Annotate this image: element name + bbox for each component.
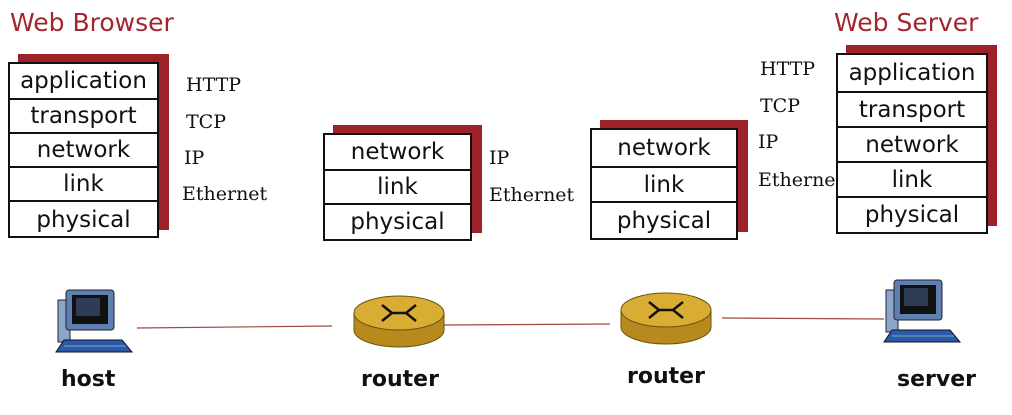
router1-proto-ip: IP (489, 147, 510, 169)
host-layer-network: network (10, 134, 157, 168)
link-host-router1 (136, 325, 333, 329)
web-server-title: Web Server (834, 8, 979, 37)
server-proto-ethernet: Ethernet (758, 169, 844, 191)
server-layer-application: application (838, 55, 986, 93)
host-proto-tcp: TCP (186, 111, 226, 133)
router1-layer-network: network (325, 135, 470, 171)
host-computer-icon (55, 289, 134, 353)
host-proto-http: HTTP (186, 74, 242, 96)
server-proto-ip: IP (758, 131, 779, 153)
server-computer-icon (883, 279, 962, 343)
router2-layer-network: network (592, 130, 736, 168)
server-proto-tcp: TCP (760, 95, 800, 117)
router1-layer-link: link (325, 171, 470, 205)
host-layer-transport: transport (10, 100, 157, 134)
server-proto-http: HTTP (760, 58, 816, 80)
host-proto-ethernet: Ethernet (182, 183, 268, 205)
host-layer-link: link (10, 168, 157, 202)
host-layer-physical: physical (36, 207, 131, 233)
router1-proto-ethernet: Ethernet (489, 184, 575, 206)
server-layer-transport: transport (838, 93, 986, 128)
link-router1-router2 (443, 323, 611, 326)
server-label: server (897, 367, 976, 392)
router1-layer-physical: physical (350, 209, 445, 235)
router1-protocol-stack: network link physical (323, 125, 482, 241)
host-proto-ip: IP (184, 147, 205, 169)
web-browser-title: Web Browser (10, 8, 174, 37)
host-label: host (61, 367, 116, 392)
host-layer-application: application (10, 64, 157, 100)
host-protocol-stack: application transport network link physi… (8, 54, 169, 238)
server-layer-physical: physical (864, 202, 960, 228)
server-protocol-stack: application transport network link physi… (836, 45, 997, 234)
server-layer-link: link (838, 163, 986, 198)
router1-icon (353, 295, 445, 348)
router1-label: router (361, 367, 439, 392)
server-layer-network: network (838, 128, 986, 163)
router2-icon (620, 292, 712, 345)
router2-protocol-stack: network link physical (590, 120, 748, 240)
router2-label: router (627, 364, 705, 389)
router2-layer-physical: physical (616, 207, 712, 234)
router2-layer-link: link (592, 168, 736, 203)
link-router2-server (721, 317, 885, 320)
